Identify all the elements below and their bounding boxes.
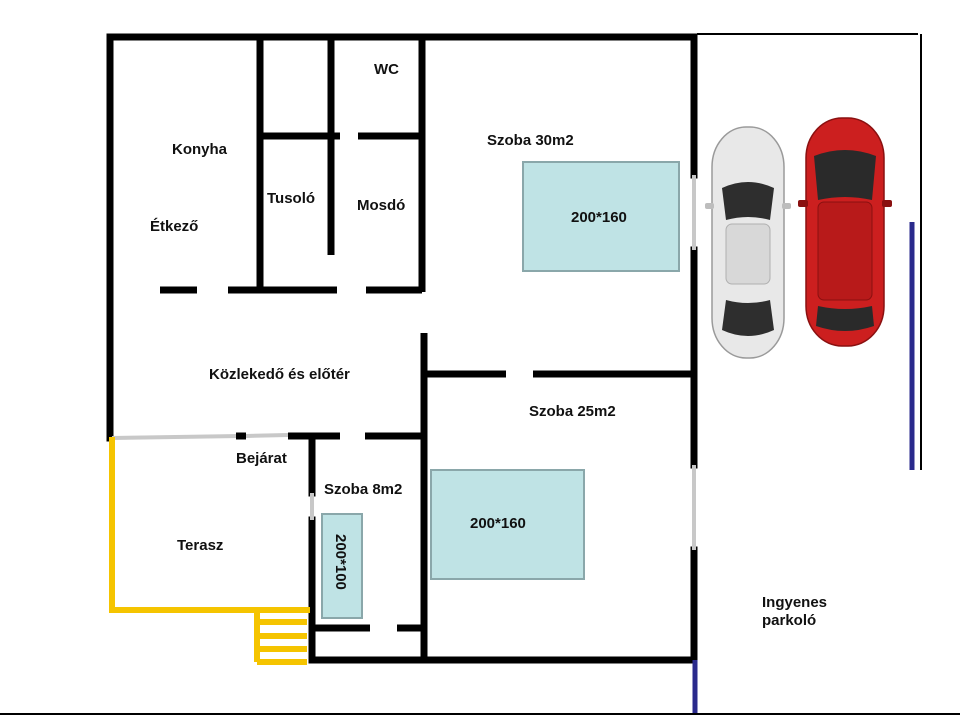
label-szoba-8: Szoba 8m2 [324, 481, 402, 498]
label-konyha: Konyha [172, 141, 228, 158]
label-etkezo: Étkező [150, 218, 198, 235]
label-bejarat: Bejárat [236, 450, 287, 467]
parking-lines [0, 33, 960, 715]
label-szoba-30: Szoba 30m2 [487, 132, 574, 149]
bed-szoba-25 [430, 469, 585, 580]
label-szoba-25: Szoba 25m2 [529, 403, 616, 420]
label-bed-1: 200*160 [571, 209, 627, 226]
white-car-icon [705, 126, 791, 359]
label-wc: WC [374, 61, 399, 78]
interior-walls [160, 37, 694, 660]
outer-walls [106, 33, 698, 664]
label-parking-line2: parkoló [762, 612, 816, 629]
label-kozlekedo: Közlekedő és előtér [209, 366, 350, 383]
bed-szoba-30 [522, 161, 680, 272]
label-bed-2: 200*160 [470, 515, 526, 532]
label-terasz: Terasz [177, 537, 223, 554]
terrace-stairs [254, 610, 307, 665]
label-tusolo: Tusoló [267, 190, 315, 207]
label-parking-line1: Ingyenes [762, 594, 827, 611]
red-car-icon [798, 117, 892, 347]
windows [111, 175, 696, 550]
bed-szoba-8 [321, 513, 363, 619]
label-bed-3: 200*100 [332, 534, 349, 590]
terrace-outline [109, 437, 310, 613]
label-mosdo: Mosdó [357, 197, 405, 214]
